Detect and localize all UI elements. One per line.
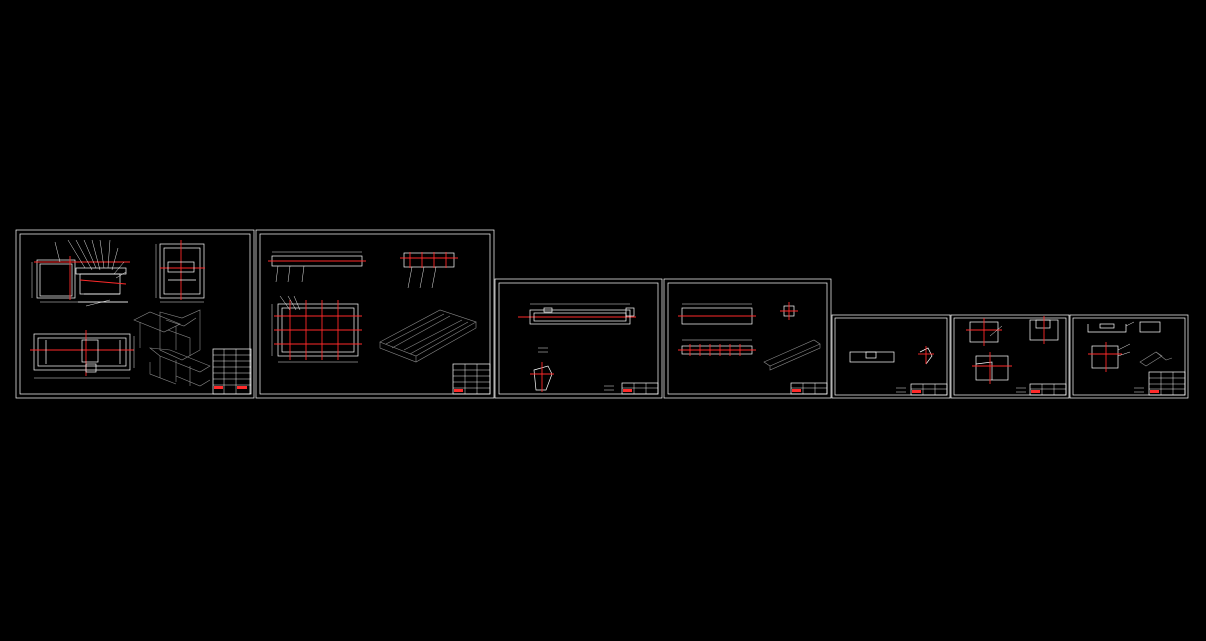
frame-top-view (271, 295, 362, 363)
sheet-1-assembly[interactable] (15, 229, 255, 399)
beam-section-view (530, 347, 554, 392)
clamp-isometric-view (1139, 351, 1173, 367)
frame-title-block (452, 363, 491, 395)
frame-front-view (268, 251, 366, 283)
rail-title-block (790, 382, 828, 395)
sheet-3-beam[interactable] (494, 278, 663, 399)
clamp-top-view (1088, 342, 1131, 372)
plate-title-block (1016, 383, 1067, 396)
rail-section-view (780, 302, 798, 320)
frame-side-view (400, 252, 458, 289)
beam-title-block (604, 382, 659, 395)
bracket-title-block (896, 383, 948, 396)
bracket-side-view (918, 346, 934, 365)
frame-isometric-view (379, 309, 477, 363)
plate-view-b (1029, 316, 1059, 344)
top-view (30, 330, 135, 379)
beam-front-view (518, 303, 636, 325)
isometric-view (133, 309, 211, 387)
side-view (155, 240, 205, 303)
front-view (31, 239, 130, 307)
clamp-side-view (1139, 321, 1161, 333)
sheet-5-bracket[interactable] (831, 314, 951, 399)
sheet-2-frame[interactable] (255, 229, 495, 399)
sheet-4-rail[interactable] (663, 278, 832, 399)
sheet-7-clamp[interactable] (1069, 314, 1189, 399)
clamp-title-block (1134, 371, 1186, 396)
rail-isometric-view (763, 339, 821, 371)
sheet-6-plates[interactable] (950, 314, 1070, 399)
title-block (212, 348, 252, 395)
bracket-front-view (849, 351, 895, 363)
rail-top-view (678, 303, 756, 325)
plate-view-a (966, 318, 1003, 346)
rail-front-view (678, 339, 756, 356)
clamp-front-view (1087, 321, 1135, 333)
plate-view-c (972, 352, 1012, 384)
